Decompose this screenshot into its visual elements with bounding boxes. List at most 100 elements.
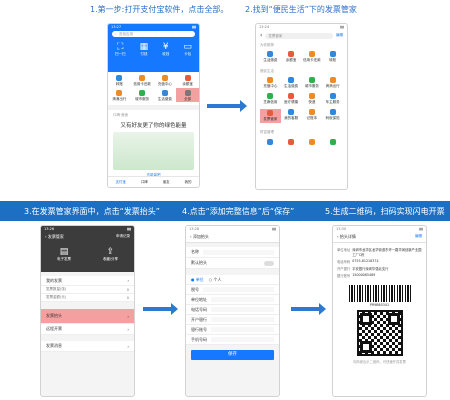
- grid-item-yuebao[interactable]: 余额宝: [176, 75, 199, 87]
- field-default: 默认抬头: [186, 258, 279, 269]
- app-item[interactable]: 余额宝: [281, 51, 302, 63]
- news-link[interactable]: 去能量吧: [146, 173, 161, 177]
- grid-item-city[interactable]: 城市服务: [131, 90, 154, 102]
- back-button[interactable]: ‹: [190, 234, 192, 239]
- pay-button[interactable]: ▦付钱: [140, 42, 149, 57]
- app-item[interactable]: 转账: [322, 51, 343, 63]
- label: 信用卡还款: [303, 58, 321, 62]
- screen-alipay-home: 13:27▮▮ ⌕查找应用 ⛶扫一扫 ▦付钱 ¥收钱 ▭卡包 转账 信用卡还款 …: [107, 23, 200, 188]
- phone-icon: [267, 77, 274, 83]
- app-icon[interactable]: [288, 139, 295, 145]
- label: 扫一扫: [115, 52, 126, 56]
- name-input[interactable]: [203, 249, 274, 255]
- app-item[interactable]: 医疗健康: [281, 93, 302, 105]
- e-invoice-button[interactable]: ▤电子发票: [57, 247, 71, 262]
- app-item[interactable]: 记账本: [302, 109, 323, 123]
- label: 转账: [329, 58, 337, 62]
- back-icon[interactable]: ‹: [260, 32, 263, 39]
- label: 医疗健康: [284, 100, 299, 104]
- status-bar: 13:26 ▮▮: [41, 226, 134, 232]
- header-buttons: ▤电子发票 ⇪收藏/分享: [41, 247, 134, 262]
- status-time: 13:24: [259, 25, 270, 29]
- account-input[interactable]: [211, 327, 274, 332]
- title-bar: ‹ 添加抬头: [186, 232, 279, 242]
- section-title: 便民生活: [260, 69, 274, 73]
- card-button[interactable]: ▭卡包: [183, 42, 192, 57]
- qr-corner: [387, 313, 400, 325]
- battery-icon: ▮▮: [419, 227, 423, 231]
- yuebao-icon: [184, 75, 191, 81]
- scan-button[interactable]: ⛶扫一扫: [115, 42, 126, 57]
- records-link[interactable]: 申请记录: [116, 234, 130, 238]
- row-my-invoices[interactable]: 我的发票›: [41, 276, 134, 286]
- app-icon[interactable]: [329, 139, 336, 145]
- default-toggle[interactable]: [264, 260, 274, 266]
- status-time: 13:30: [336, 227, 347, 231]
- tax-input[interactable]: [203, 287, 274, 292]
- app-icon[interactable]: [267, 139, 274, 145]
- bank-input[interactable]: [211, 317, 274, 322]
- app-item[interactable]: 芝麻信用: [260, 93, 281, 105]
- credit-card-icon: [308, 51, 315, 57]
- phone-input[interactable]: [211, 307, 274, 312]
- screen-title-detail: 13:30▮▮ ‹ 抬头详情 编辑 单位地址深圳市龙华区龙华街道东环一路华润创新…: [332, 225, 427, 397]
- label: 单位地址: [191, 296, 207, 302]
- app-item[interactable]: 车主服务: [322, 93, 343, 105]
- nav-koubei[interactable]: 口碑: [140, 179, 148, 184]
- app-item[interactable]: 充值中心: [260, 77, 281, 89]
- field-tax-id[interactable]: 税号: [186, 285, 279, 295]
- label: 生活缴费: [157, 97, 172, 101]
- edit-button[interactable]: 编辑: [415, 234, 422, 238]
- battery-icon: ▮▮: [192, 25, 196, 29]
- field-address[interactable]: 单位地址: [186, 295, 279, 305]
- step4-caption: 4.点击“添加完整信息”后“保存”: [182, 207, 295, 216]
- field-bank[interactable]: 开户银行: [186, 315, 279, 325]
- field-mobile[interactable]: 手机号码: [186, 335, 279, 345]
- status-time: 13:26: [44, 227, 55, 231]
- field-account[interactable]: 银行账号: [186, 325, 279, 335]
- nav-mine[interactable]: 我的: [184, 179, 192, 184]
- app-item[interactable]: 滴滴出行: [322, 77, 343, 89]
- app-item[interactable]: 城市服务: [302, 77, 323, 89]
- label: 充值中心: [157, 82, 172, 86]
- grid-item-all[interactable]: 全部: [176, 88, 199, 102]
- field-name[interactable]: 名称: [186, 247, 279, 258]
- address-input[interactable]: [211, 297, 274, 302]
- news-card[interactable]: 口碑·美食 又有好友更了你的绿色能量 去能量吧: [108, 110, 199, 181]
- row-remote[interactable]: 远程开票›: [41, 324, 134, 335]
- nav-home[interactable]: 支付宝: [115, 179, 126, 184]
- type-unit[interactable]: ● 单位: [191, 276, 204, 282]
- app-item[interactable]: 生活缴费: [260, 51, 281, 63]
- search-input[interactable]: ⌕查找应用: [112, 31, 195, 37]
- share-button[interactable]: ⇪收藏/分享: [103, 247, 118, 262]
- app-item[interactable]: 信用卡还款: [302, 51, 323, 63]
- search-input[interactable]: 发票管家: [265, 32, 333, 39]
- app-item-invoice[interactable]: 发票管家: [260, 109, 281, 123]
- back-button[interactable]: ‹ 抬头详情: [337, 234, 356, 239]
- save-button[interactable]: 保存: [191, 350, 274, 360]
- label: 滴滴出行: [112, 97, 127, 101]
- field-phone[interactable]: 电话号码: [186, 305, 279, 315]
- mobile-input[interactable]: [211, 337, 274, 342]
- collect-button[interactable]: ¥收钱: [162, 42, 169, 57]
- app-item[interactable]: 生活缴费: [281, 77, 302, 89]
- grid-item-credit[interactable]: 信用卡还款: [131, 75, 154, 87]
- edit-button[interactable]: 编辑: [336, 33, 343, 37]
- row-invoice-title[interactable]: 发票抬头›: [41, 309, 134, 324]
- type-personal[interactable]: ○ 个人: [208, 276, 222, 282]
- app-item[interactable]: 快递: [302, 93, 323, 105]
- grid-item-topup[interactable]: 充值中心: [154, 75, 177, 87]
- nav-friends[interactable]: 朋友: [162, 179, 170, 184]
- row-messages[interactable]: 发票消息›: [41, 341, 134, 352]
- grid-item-utility[interactable]: 生活缴费: [154, 90, 177, 102]
- app-item[interactable]: 我的客服: [281, 109, 302, 123]
- app-icon[interactable]: [308, 139, 315, 145]
- app-item[interactable]: 蚂蚁保险: [322, 109, 343, 123]
- back-button[interactable]: ‹ 发票管家: [45, 234, 64, 239]
- battery-icon: ▮▮: [127, 227, 131, 231]
- grid-item-transfer[interactable]: 转账: [108, 75, 131, 87]
- chevron-right-icon: ›: [127, 326, 129, 332]
- credit-card-icon: [139, 75, 146, 81]
- grid-item-didi[interactable]: 滴滴出行: [108, 90, 131, 102]
